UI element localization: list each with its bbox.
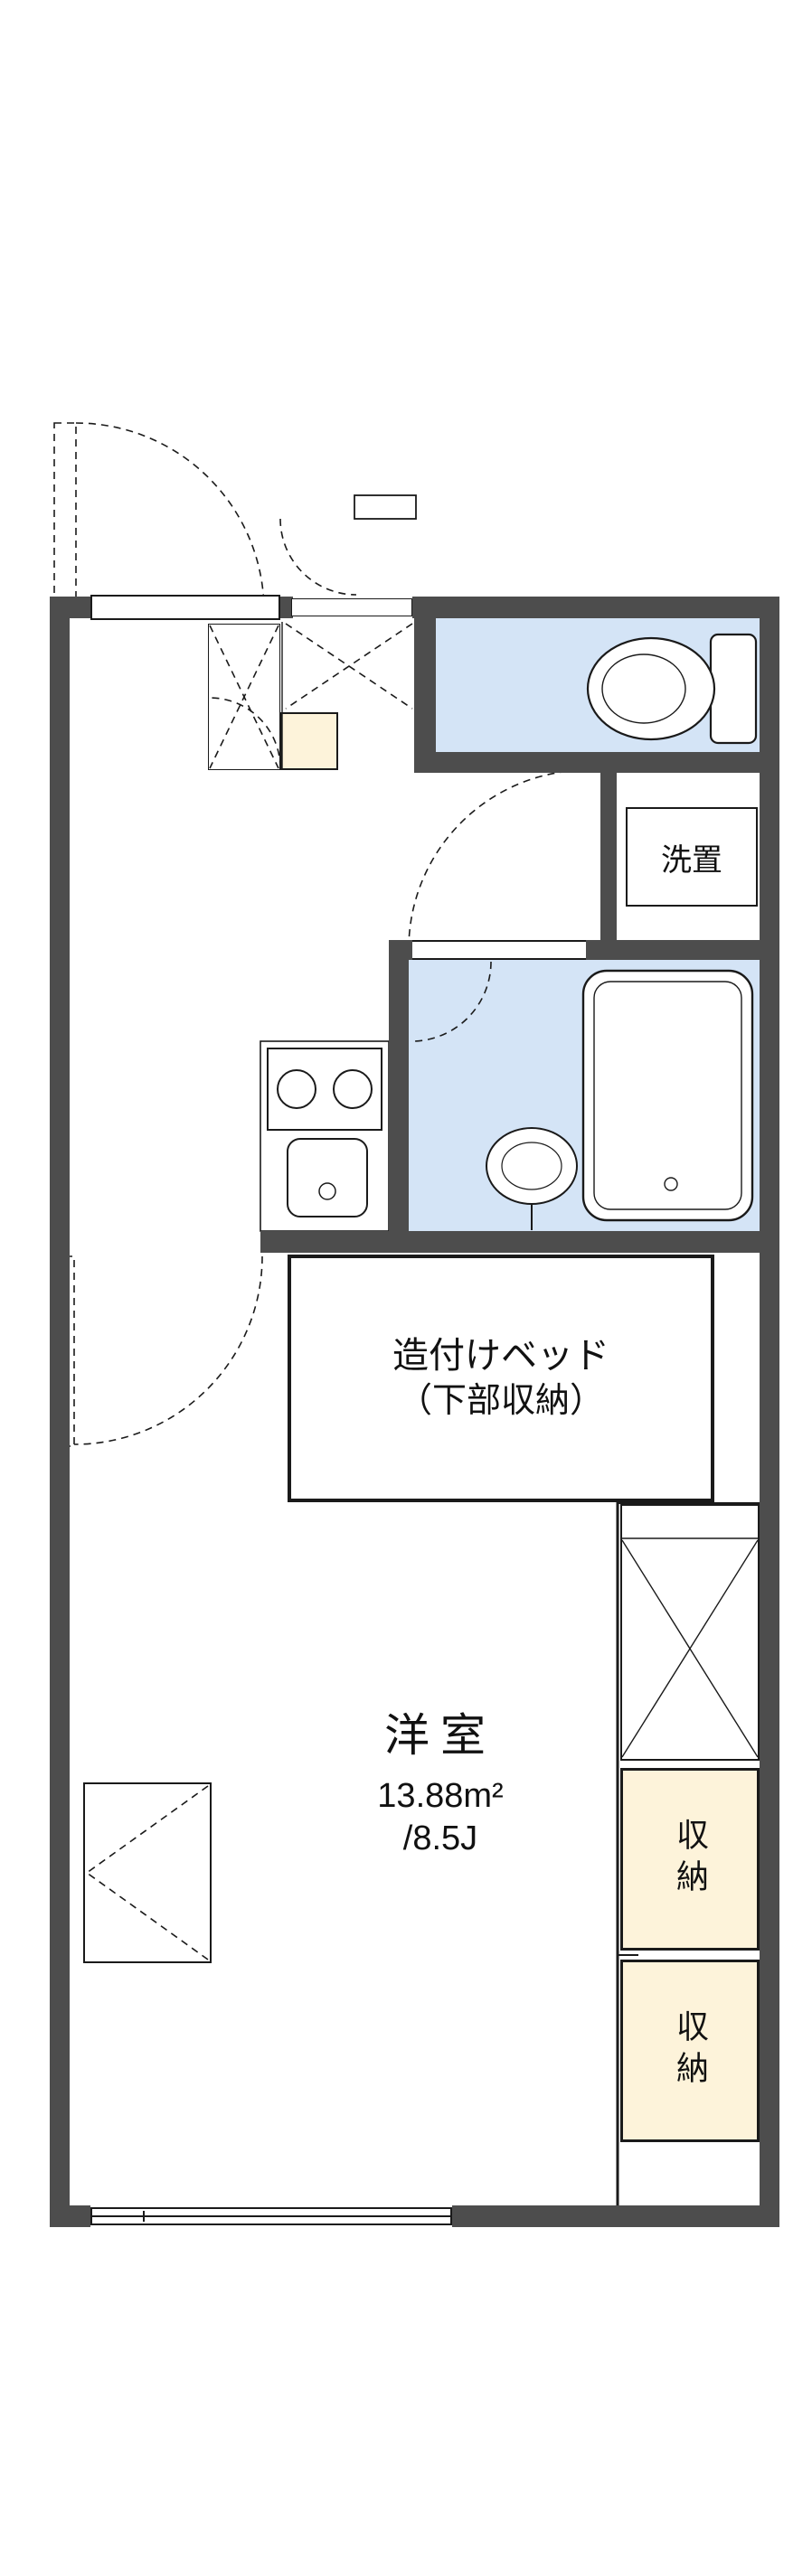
shoe-cabinet-icon [208,624,280,770]
wall-toilet-left [414,618,436,752]
wall-bottom-right [452,2205,779,2227]
genkan-step [280,712,338,770]
wall-bath-top [586,940,779,960]
entry-door-leaf-icon [53,422,77,614]
bath-door-inner-swing-icon [411,961,492,1042]
window-mid-line [92,2215,450,2217]
closet-diagonal-icon [621,1539,759,1758]
service-opening [291,598,412,616]
toilet-icon [586,636,716,741]
window-joint-tick [143,2211,145,2222]
storage-upper-box: 収納 [620,1768,760,1951]
main-room-label-block: 洋室 13.88m² /8.5J [318,1699,562,1858]
washer-space-box: 洗置 [626,807,758,907]
folding-door-dash-icon [86,1785,209,1874]
entrance-opening [90,595,280,620]
wall-top-mid-stub [280,597,293,618]
built-in-bed-label-line1: 造付けベッド [392,1336,609,1377]
main-room-area-jo: /8.5J [402,1819,478,1857]
toilet-tank-icon [709,633,758,745]
wall-under-bath [260,1231,779,1253]
bath-door-swing-icon [408,769,589,950]
shoe-cabinet-x-icon [209,625,279,769]
window-icon [90,2207,452,2225]
wash-bowl-inner-icon [501,1142,562,1190]
kitchen-sink-icon [287,1138,368,1217]
folding-door-box-icon [83,1782,212,1963]
bathtub-drain-icon [664,1177,678,1191]
storage-upper-label: 収納 [672,1818,709,1901]
main-room-name: 洋室 [384,1710,496,1761]
wall-top-right [436,597,779,618]
stove-burner-left-icon [277,1069,316,1109]
wall-bath-left [389,960,409,1253]
wall-under-toilet [414,752,779,773]
stove-burner-right-icon [333,1069,373,1109]
service-door-leaf-icon [354,494,417,520]
storage-lower-box: 収納 [620,1960,760,2142]
wall-washer-left [600,773,617,940]
closet-icon [620,1504,760,1761]
folding-door-dash-icon [86,1872,209,1960]
room-door-swing-icon [73,1255,263,1445]
main-room-area-m2: 13.88m² [377,1777,504,1815]
wall-right [760,597,779,2227]
entry-x-mark-icon [285,623,413,710]
entry-door-swing-icon [75,422,265,612]
bathtub-icon [581,969,754,1222]
bath-door-threshold [412,940,586,960]
built-in-bed-box: 造付けベッド （下部収納） [288,1255,714,1502]
wall-bottom-left-stub [50,2205,90,2227]
toilet-bowl-inner-icon [601,653,686,724]
service-door-swing-icon [279,518,357,596]
wash-bowl-icon [486,1127,578,1205]
sink-drain-icon [318,1182,336,1200]
wall-bath-top-stub [389,940,412,960]
bathtub-inner-icon [593,981,742,1210]
storage-lower-label: 収納 [672,2009,709,2092]
washer-space-label: 洗置 [661,842,722,878]
wall-left [50,597,70,2227]
cabinet-door-swing-icon [209,697,281,769]
built-in-bed-label-line2: （下部収納） [397,1382,604,1421]
wall-top-stub2 [412,597,436,618]
